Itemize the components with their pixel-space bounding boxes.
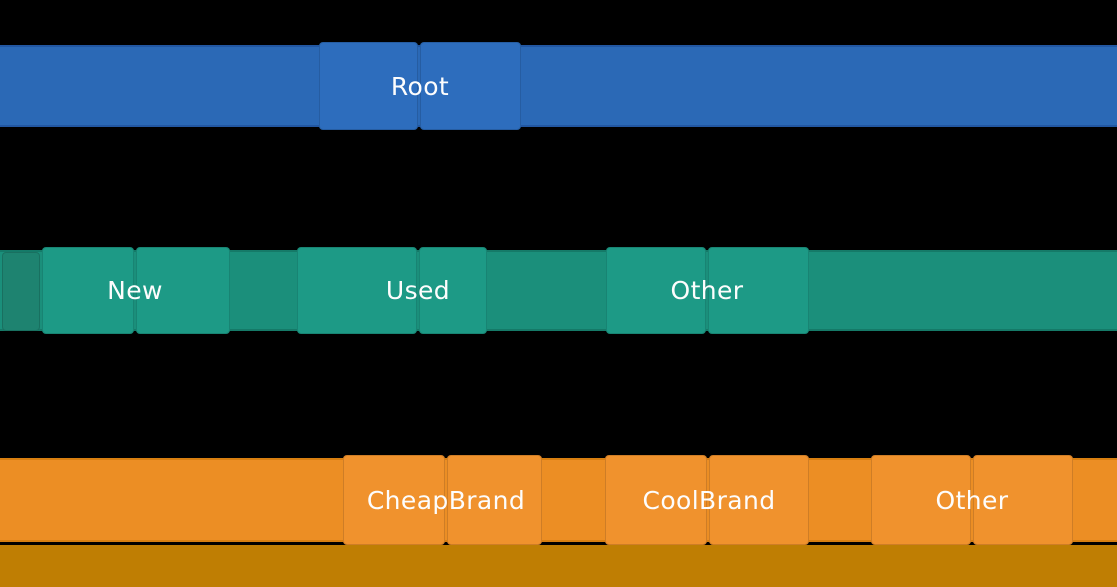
node-tile[interactable] [136,247,230,334]
node-tile[interactable] [343,455,445,545]
node-tile[interactable] [319,42,418,130]
node-tile[interactable] [42,247,134,334]
level-row-depth-0: Root [0,42,1117,130]
node-tile[interactable] [709,455,809,545]
node-tile[interactable] [297,247,417,334]
node-tile[interactable] [606,247,706,334]
node-tile[interactable] [420,42,521,130]
node-tile[interactable] [2,252,40,331]
node-tile[interactable] [871,455,971,545]
level-row-depth-3 [0,545,1117,587]
node-tile[interactable] [973,455,1073,545]
node-tile[interactable] [447,455,542,545]
level-band [0,545,1117,587]
level-band [0,45,1117,127]
node-tile[interactable] [605,455,707,545]
node-tile[interactable] [708,247,809,334]
node-tile[interactable] [419,247,487,334]
